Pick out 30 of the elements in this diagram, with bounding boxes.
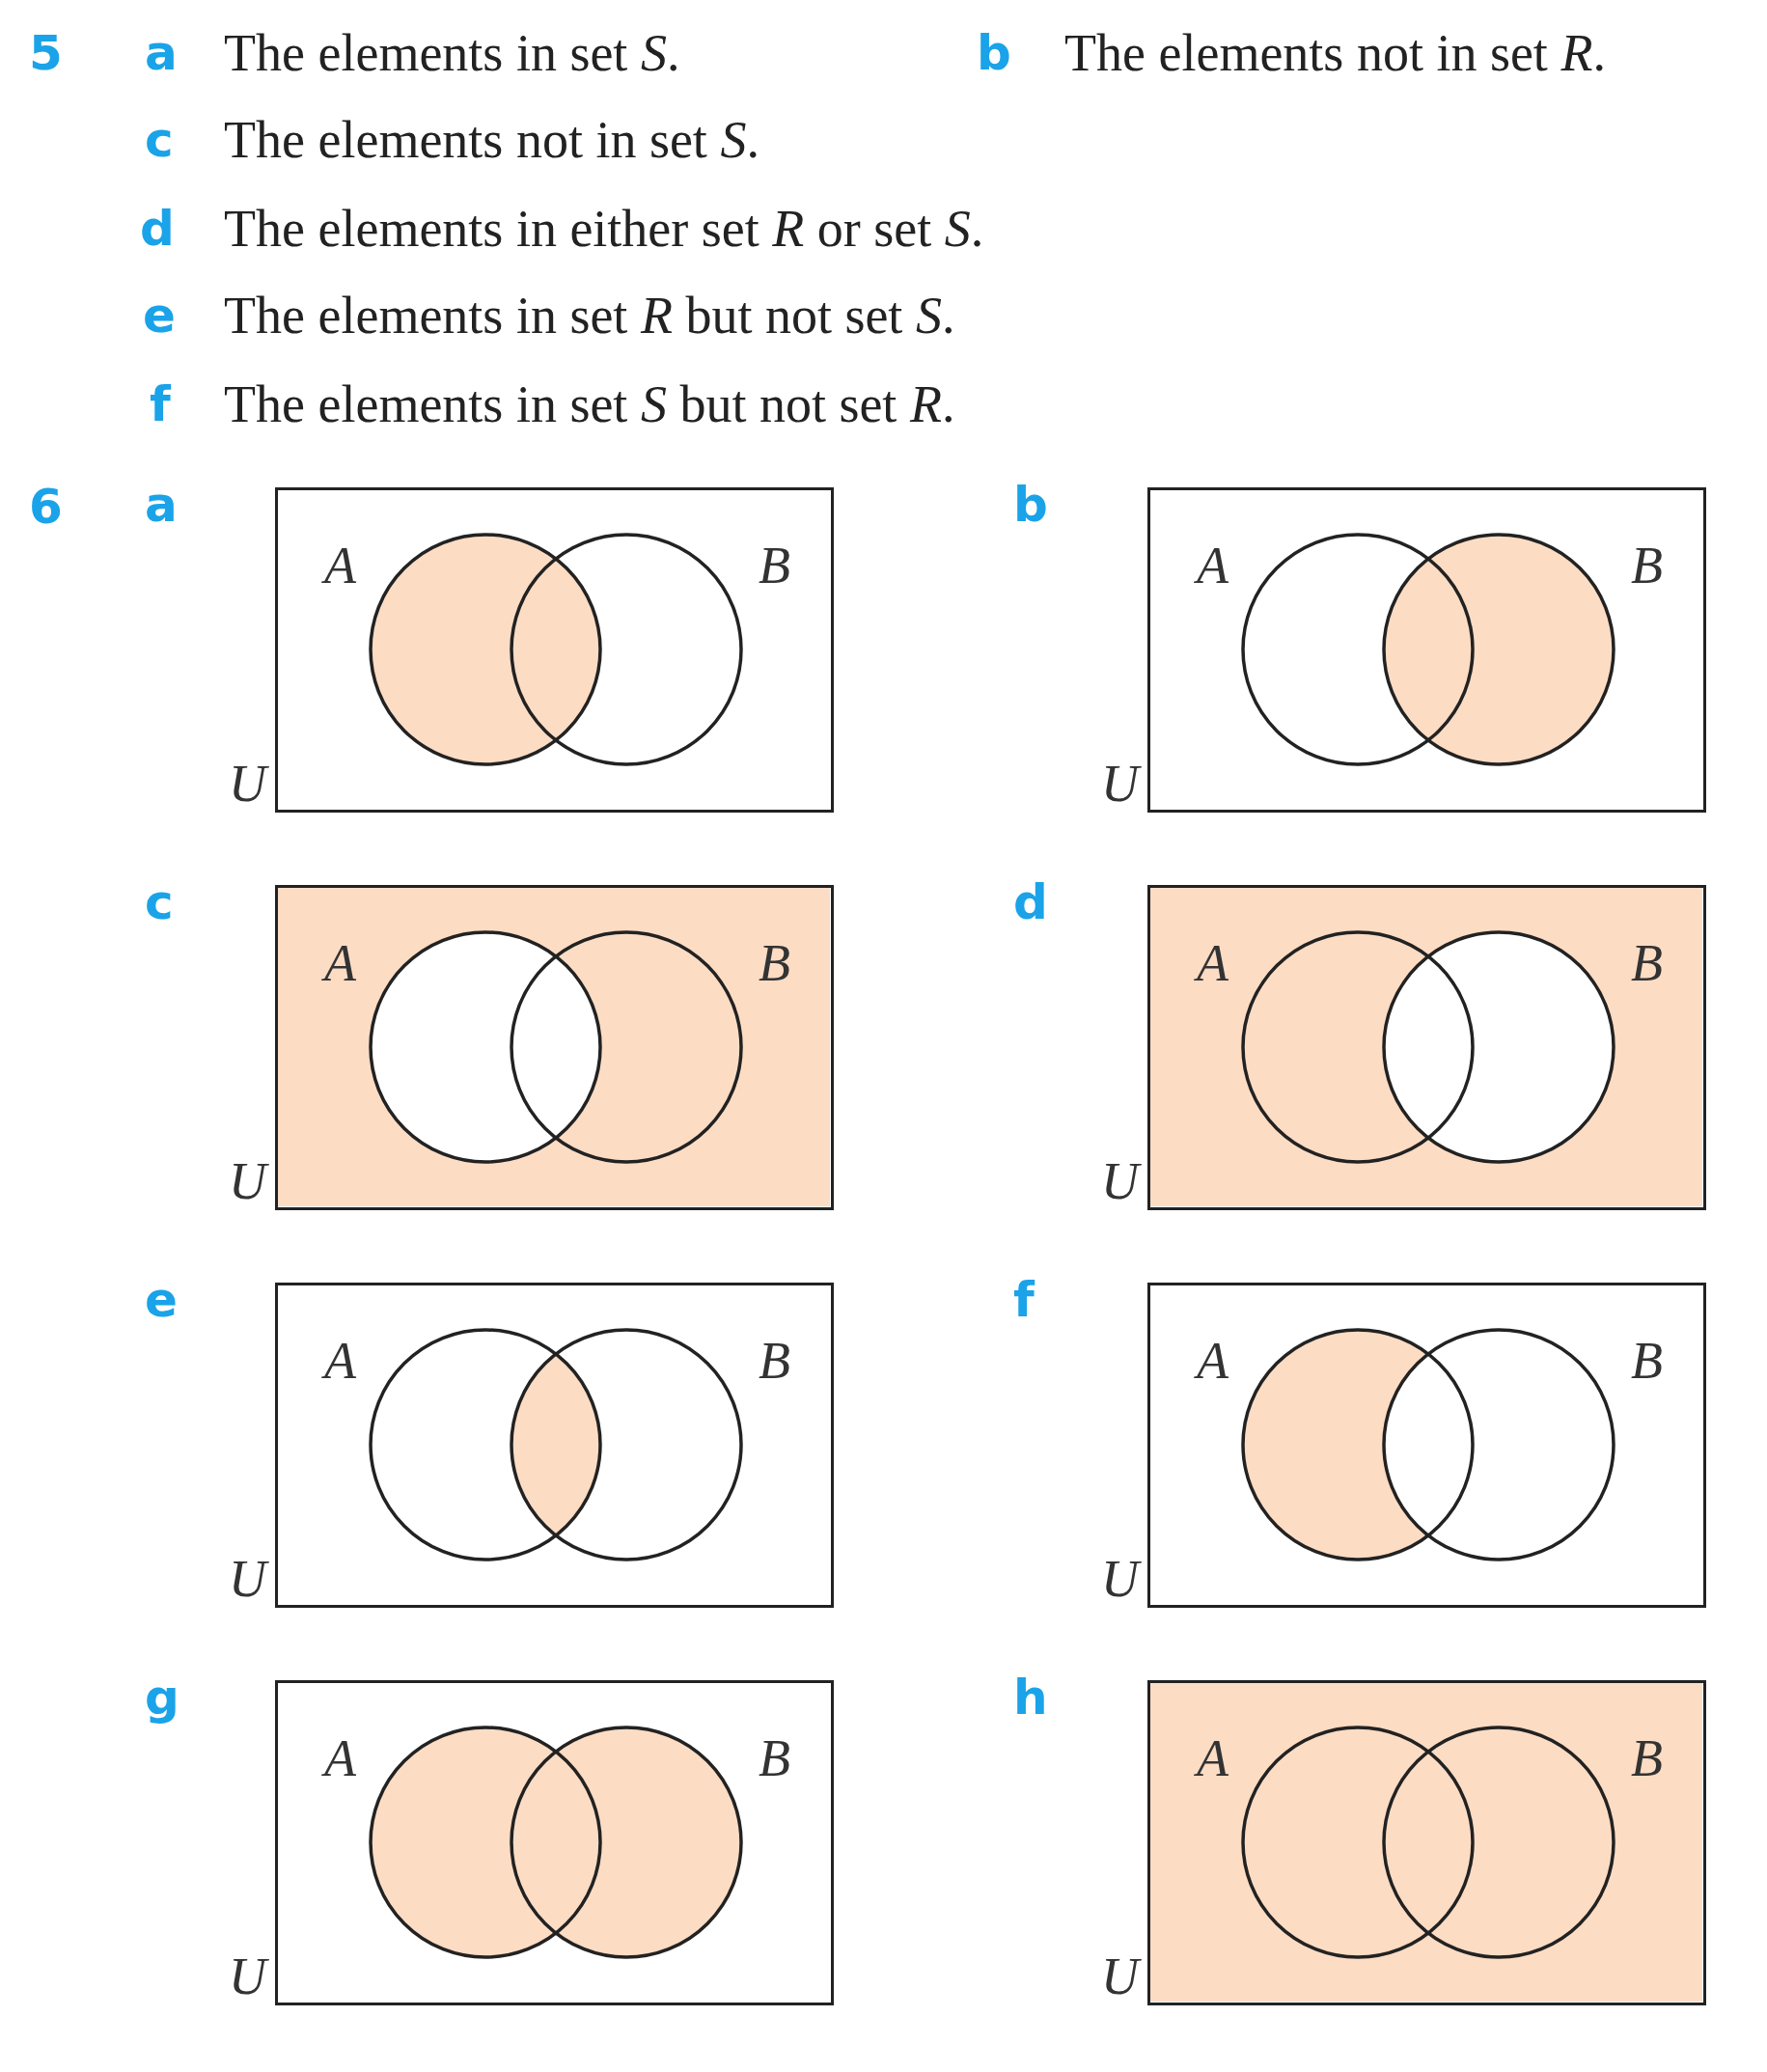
question-number: b xyxy=(1013,476,1048,534)
question-number: e xyxy=(145,1271,178,1329)
set-label: B xyxy=(1631,1731,1663,1785)
question-number: c xyxy=(145,111,174,169)
answer-text: The elements not in set S. xyxy=(224,111,759,169)
question-number: g xyxy=(145,1669,179,1727)
question-number: e xyxy=(143,287,176,345)
question-number: f xyxy=(150,375,171,433)
question-number: d xyxy=(140,200,175,258)
answer-text: The elements in set S. xyxy=(224,24,680,82)
answer-text: The elements in set R but not set S. xyxy=(224,287,955,345)
question-number: a xyxy=(145,476,178,534)
set-label: B xyxy=(759,936,790,990)
set-label: B xyxy=(759,1731,790,1785)
set-label: B xyxy=(759,1334,790,1388)
set-label: B xyxy=(759,539,790,593)
question-number: c xyxy=(145,873,174,931)
set-label: B xyxy=(1631,539,1663,593)
question-number: a xyxy=(145,24,178,82)
answer-text: The elements in set S but not set R. xyxy=(224,375,955,433)
question-number: h xyxy=(1013,1669,1048,1727)
set-label: B xyxy=(1631,936,1663,990)
answer-text: The elements not in set R. xyxy=(1064,24,1606,82)
question-number: f xyxy=(1013,1271,1035,1329)
question-number: d xyxy=(1013,873,1048,931)
set-label: B xyxy=(1631,1334,1663,1388)
answer-text: The elements in either set R or set S. xyxy=(224,200,984,258)
question-number: 5 xyxy=(29,24,63,82)
question-number: b xyxy=(977,24,1011,82)
question-number: 6 xyxy=(29,478,63,536)
